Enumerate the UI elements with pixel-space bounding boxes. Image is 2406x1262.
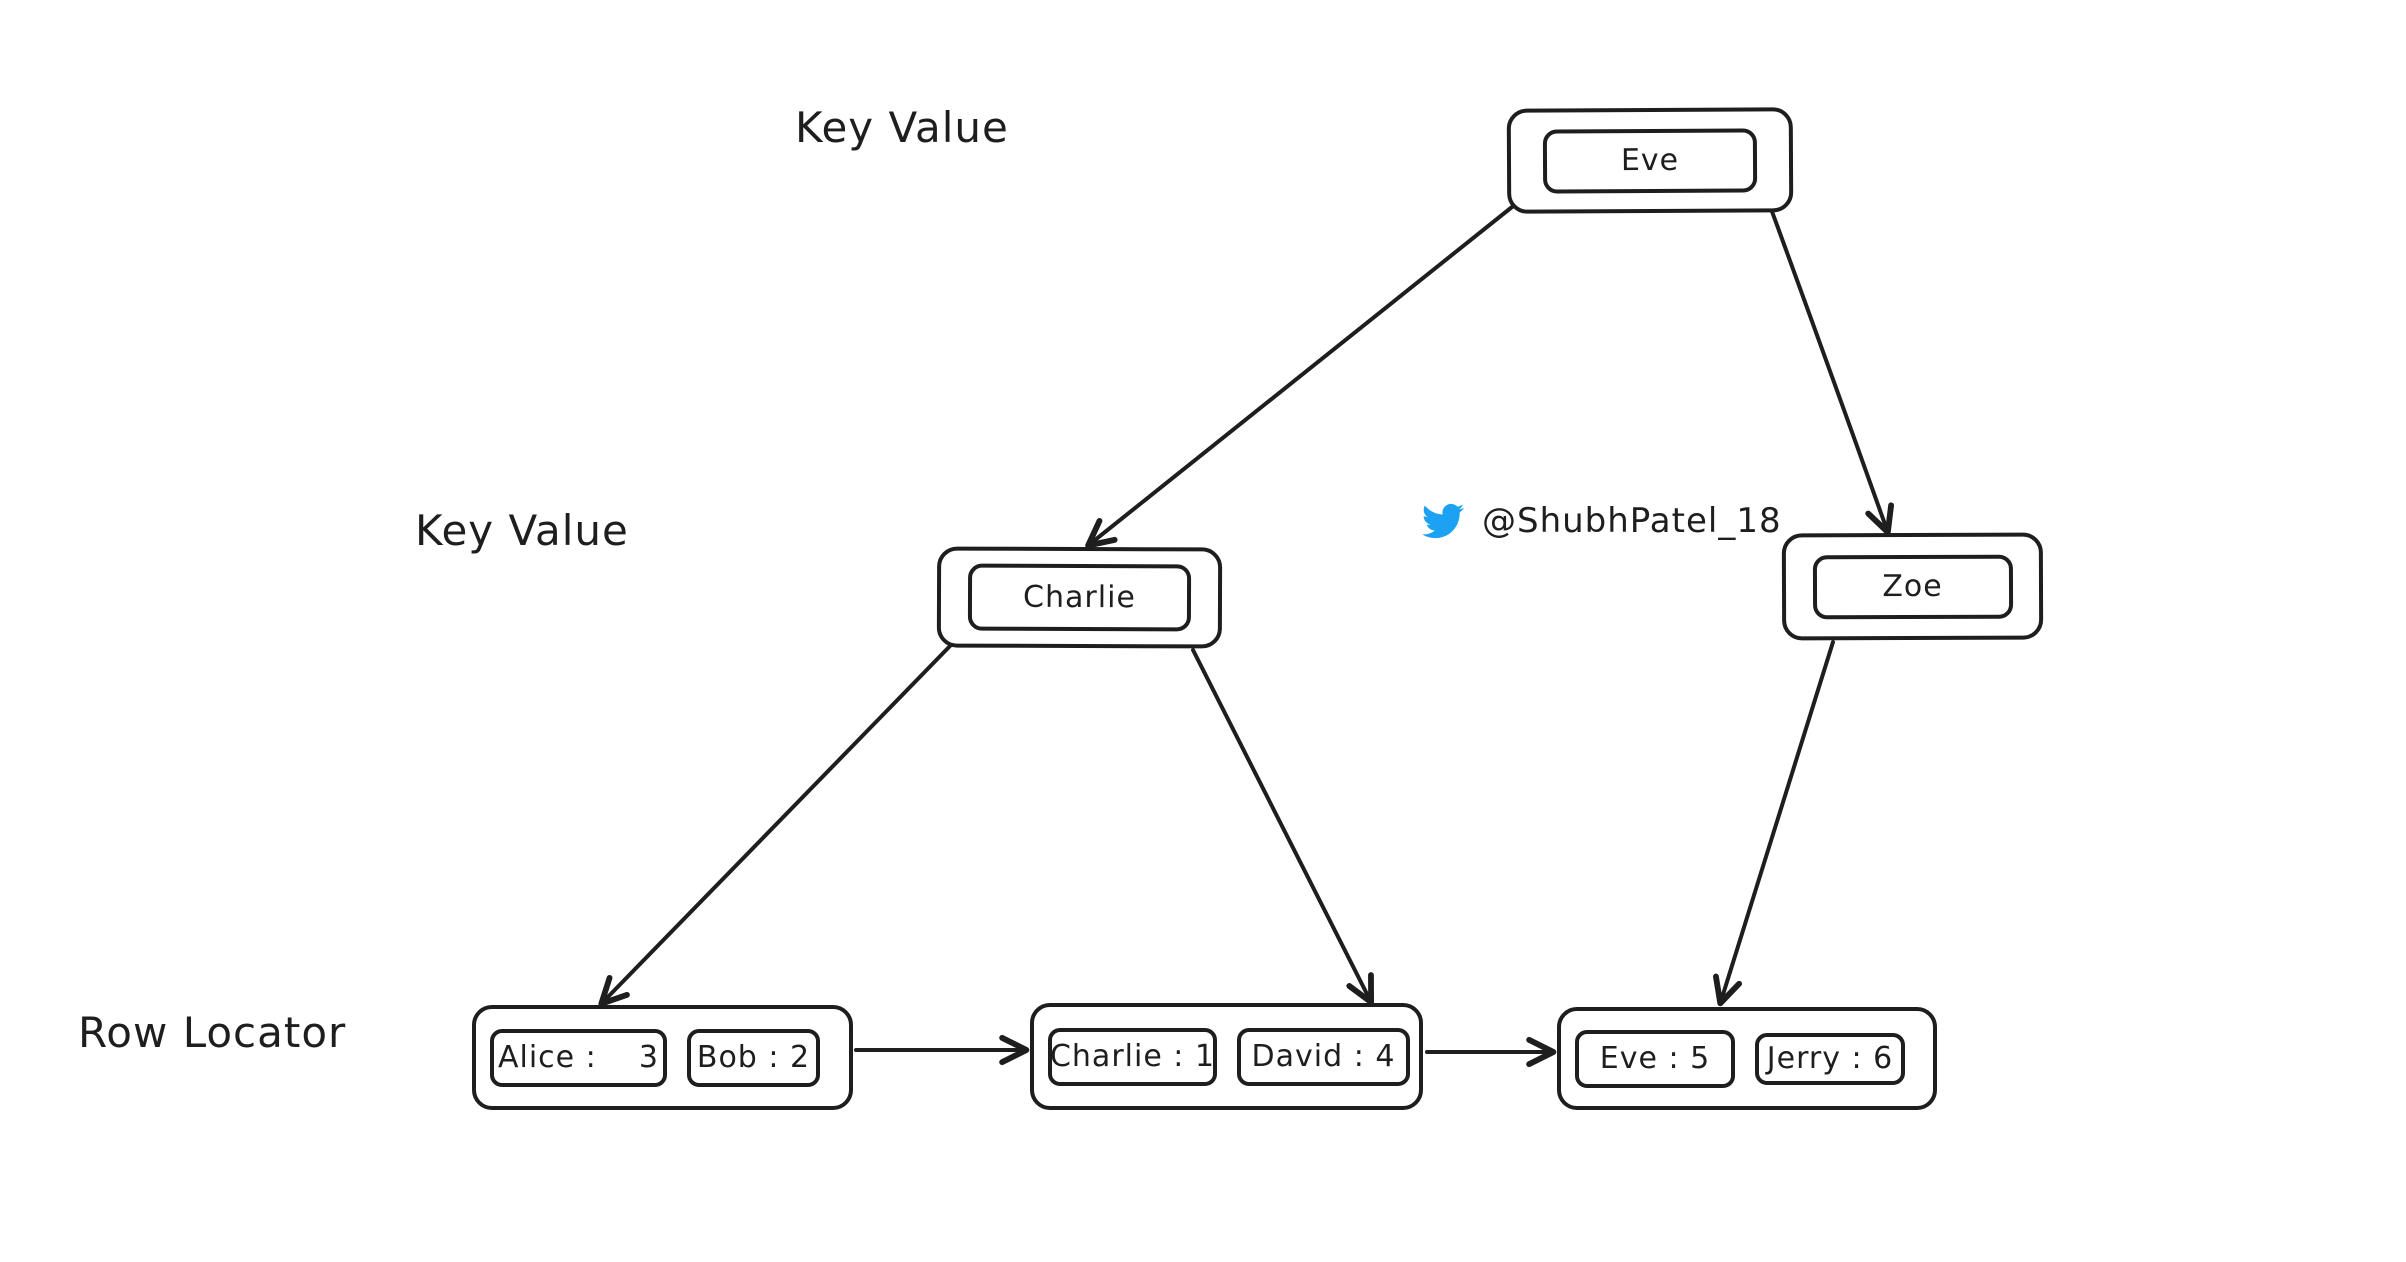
node-zoe-inner-box: Zoe — [1812, 554, 2013, 619]
node-label: Eve — [1620, 142, 1680, 179]
leaf-node-2: Charlie : 1 David : 4 — [1030, 1003, 1423, 1110]
node-label: Charlie — [1023, 579, 1136, 616]
edge-zoe-to-leaf-3 — [1713, 640, 1835, 1007]
node-eve: Eve — [1506, 107, 1794, 214]
edge-eve-to-zoe — [1768, 204, 1895, 536]
node-label: Zoe — [1882, 568, 1943, 605]
edge-charlie-to-leaf-1 — [598, 644, 952, 1007]
label-row-locator: Row Locator — [78, 1008, 347, 1057]
node-eve-inner-box: Eve — [1542, 127, 1758, 194]
attribution-handle: @ShubhPatel_18 — [1482, 501, 1782, 541]
label-key-value-top: Key Value — [795, 103, 1009, 152]
node-zoe: Zoe — [1781, 532, 2044, 641]
edge-charlie-to-leaf-2 — [1191, 648, 1375, 1006]
leaf-cell: Jerry : 6 — [1755, 1032, 1905, 1085]
leaf-cell: Bob : 2 — [687, 1028, 820, 1087]
node-charlie: Charlie — [936, 546, 1223, 649]
node-charlie-inner-box: Charlie — [967, 563, 1192, 632]
label-key-value-mid: Key Value — [415, 506, 629, 555]
leaf-node-1: Alice : 3 Bob : 2 — [472, 1005, 853, 1110]
attribution: @ShubhPatel_18 — [1418, 500, 1782, 542]
twitter-bird-icon — [1422, 503, 1464, 539]
leaf-cell: David : 4 — [1237, 1027, 1410, 1086]
edge-eve-to-charlie — [1085, 205, 1514, 549]
leaf-cell: Eve : 5 — [1575, 1029, 1735, 1088]
leaf-node-3: Eve : 5 Jerry : 6 — [1557, 1007, 1937, 1110]
leaf-cell: Alice : 3 — [490, 1028, 667, 1087]
leaf-cell: Charlie : 1 — [1048, 1027, 1217, 1086]
